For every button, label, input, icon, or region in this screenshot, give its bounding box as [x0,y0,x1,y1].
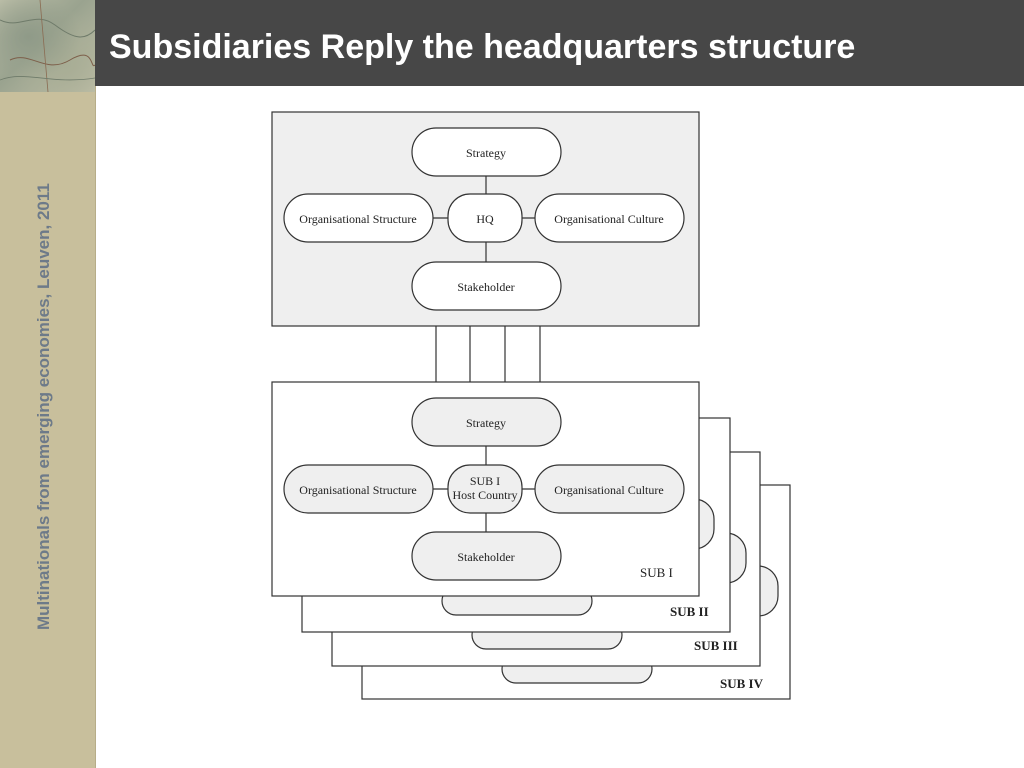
sub-iv-label: SUB IV [720,676,764,691]
sub-ii-label: SUB II [670,604,709,619]
hq-culture-label: Organisational Culture [554,212,663,226]
hq-center-label: HQ [476,212,494,226]
sub-center-label-line1: SUB I [470,474,500,488]
slide-title: Subsidiaries Reply the headquarters stru… [109,28,856,66]
hq-structure-node [283,193,434,243]
sub-center-node [447,464,523,514]
sub-stakeholder-label: Stakeholder [457,550,514,564]
sub-strategy-node [411,397,562,447]
sub-culture-label: Organisational Culture [554,483,663,497]
map-lines-icon [0,0,95,92]
hq-sub-connectors [435,326,541,382]
sidebar: Multinationals from emerging economies, … [0,0,96,768]
hq-strategy-node [411,127,562,177]
sub-culture-node [534,464,685,514]
title-bar: Subsidiaries Reply the headquarters stru… [95,0,1024,86]
sub-structure-node [283,464,434,514]
sub-stakeholder-node [411,531,562,581]
hq-structure-label: Organisational Structure [299,212,416,226]
hq-stakeholder-node [411,261,562,311]
map-thumbnail [0,0,95,92]
sub-structure-label: Organisational Structure [299,483,416,497]
sub-iii-label: SUB III [694,638,738,653]
hq-stakeholder-label: Stakeholder [457,280,514,294]
hq-culture-node [534,193,685,243]
sub-i-panel: Strategy Organisational Structure SUB I … [271,381,700,597]
hq-panel: Strategy Organisational Structure HQ Org… [271,111,700,327]
sub-strategy-label: Strategy [466,416,506,430]
sub-i-label: SUB I [640,565,673,580]
hq-strategy-label: Strategy [466,146,506,160]
sub-center-label-line2: Host Country [452,488,517,502]
hq-center-node [447,193,523,243]
